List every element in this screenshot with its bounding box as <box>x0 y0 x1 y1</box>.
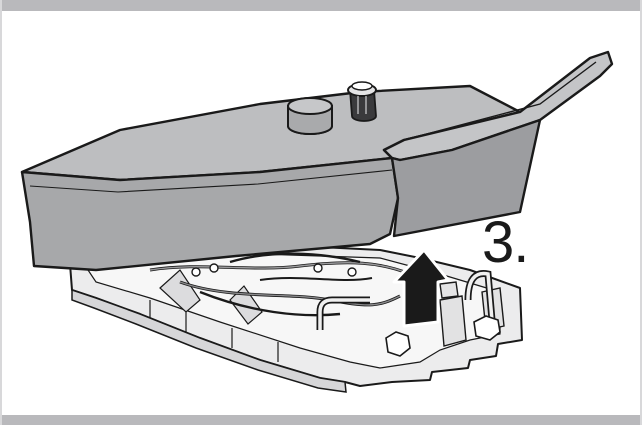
frame-left-edge <box>0 0 2 425</box>
step-number-label: 3. <box>482 210 529 275</box>
wiring <box>149 252 411 317</box>
valve-cap <box>316 270 501 357</box>
knob <box>287 81 377 135</box>
frame-right-edge <box>640 0 642 425</box>
lift-arrow <box>392 248 450 328</box>
frame-top-bar <box>0 0 642 11</box>
frame-bottom-bar <box>0 415 642 425</box>
cover-part <box>20 50 614 272</box>
